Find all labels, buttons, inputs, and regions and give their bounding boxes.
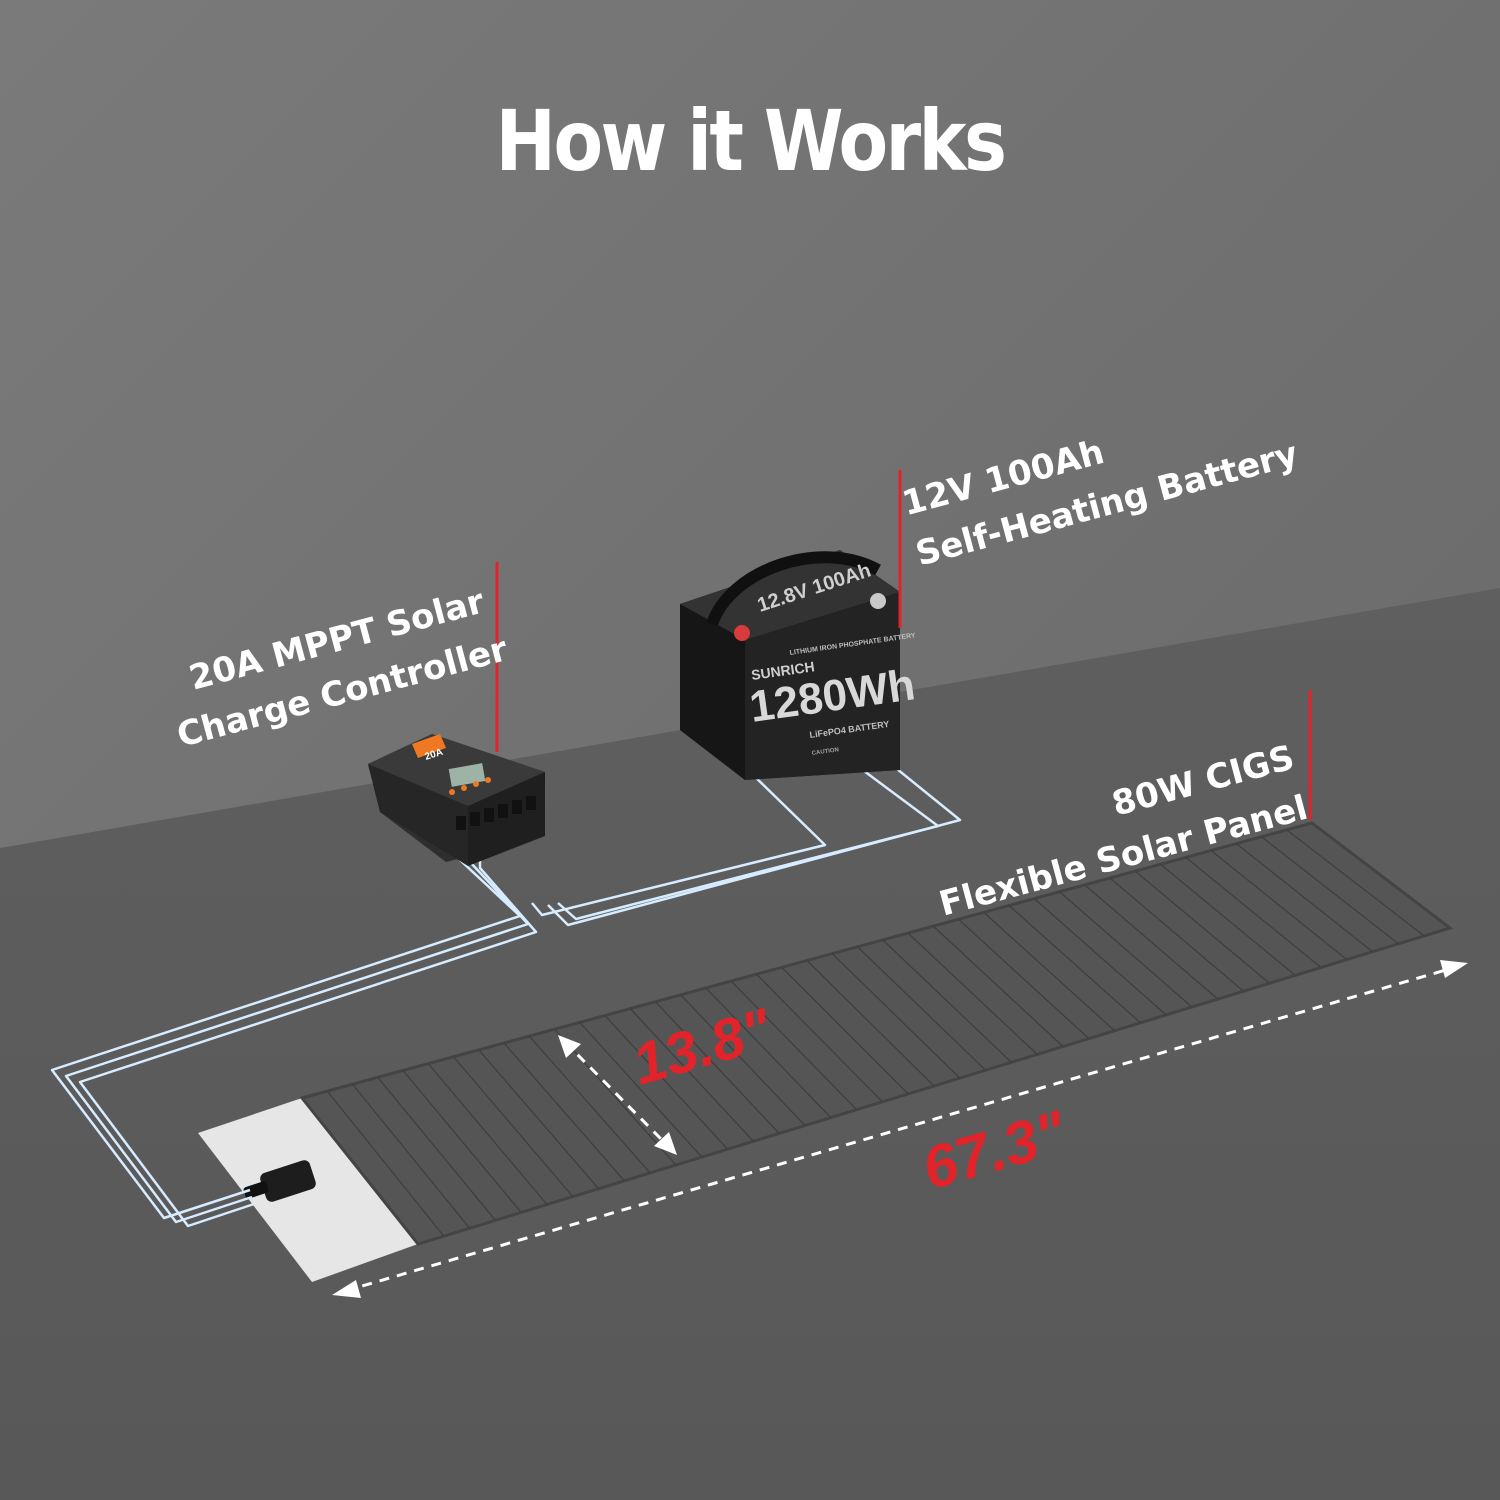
panel-cell-divider — [427, 1063, 548, 1205]
battery-caution: CAUTION — [811, 747, 839, 757]
panel-cell-divider — [1059, 891, 1193, 1008]
page-title: How it Works — [495, 92, 1007, 190]
panel-cell-divider — [655, 1001, 780, 1134]
panel-cell-divider — [1008, 905, 1141, 1024]
panel-cell-divider — [781, 966, 909, 1095]
panel-cell-divider — [958, 918, 1090, 1040]
panel-cell-divider — [1033, 898, 1167, 1016]
panel-cell-divider — [882, 939, 1012, 1063]
panel-cell-divider — [528, 1035, 651, 1174]
panel-cell-divider — [1185, 856, 1322, 969]
junction-box — [243, 1160, 316, 1202]
panel-cell-divider — [983, 911, 1116, 1032]
panel-cell-divider — [1134, 870, 1270, 984]
battery: SUNRICH LITHIUM IRON PHOSPHATE BATTERY 1… — [680, 550, 918, 780]
panel-cell-divider — [932, 925, 1064, 1047]
panel-cell-divider — [1286, 829, 1425, 937]
panel-cell-divider — [1109, 877, 1245, 992]
width-arrowhead-top — [558, 1035, 581, 1058]
width-dimension-arrow — [563, 1040, 672, 1150]
panel-cell-divider — [1084, 884, 1219, 1000]
panel-cell-divider — [351, 1083, 471, 1229]
panel-cell-divider — [1210, 849, 1348, 961]
length-dimension-arrow — [344, 965, 1457, 1293]
panel-cell-divider — [907, 932, 1038, 1055]
panel-cell-divider — [478, 1049, 600, 1190]
panel-cell-divider — [806, 960, 935, 1087]
panel-cell-divider — [705, 987, 832, 1119]
panel-cell-divider — [554, 1028, 677, 1166]
panel-cell-divider — [1160, 863, 1296, 976]
charge-controller: 20A — [368, 734, 545, 866]
panel-cell-divider — [453, 1056, 574, 1198]
length-arrowhead-right — [1440, 960, 1468, 978]
panel-cell-divider — [857, 946, 987, 1071]
panel-cell-divider — [680, 994, 806, 1126]
width-arrowhead-bottom — [654, 1132, 677, 1155]
panel-cell-divider — [503, 1042, 625, 1182]
length-arrowhead-left — [332, 1280, 361, 1298]
panel-cell-divider — [402, 1070, 522, 1213]
panel-cell-divider — [377, 1076, 496, 1221]
controller-rating: 20A — [424, 747, 445, 763]
panel-cell-divider — [831, 953, 961, 1079]
panel-cell-divider — [756, 973, 883, 1103]
panel-cell-divider — [1261, 836, 1399, 945]
panel-cell-divider — [579, 1021, 703, 1158]
panel-cell-divider — [326, 1090, 445, 1237]
panel-cell-divider — [604, 1015, 729, 1150]
panel-cell-divider — [629, 1008, 754, 1142]
flexible-solar-panel — [299, 821, 1454, 1246]
panel-cell-lines — [326, 829, 1425, 1237]
panel-cell-divider — [1235, 843, 1374, 953]
panel-cell-divider — [730, 980, 858, 1111]
